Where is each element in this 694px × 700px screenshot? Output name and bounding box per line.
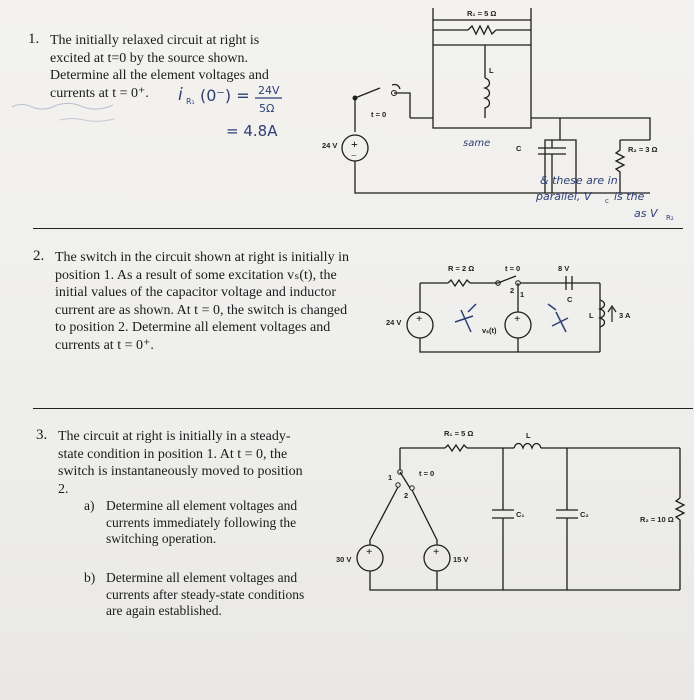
problem-1-line: The initially relaxed circuit at right i…: [50, 33, 260, 48]
resistor-r2: [614, 140, 626, 193]
problem-3a-line: switching operation.: [106, 531, 217, 546]
problem-3b-text: Determine all element voltages and curre…: [106, 570, 304, 620]
hw-frac-num: 24V: [258, 84, 280, 97]
handwritten-marks-2: [454, 303, 569, 333]
pos1-label: 1: [520, 290, 524, 299]
separator-rule: [33, 228, 683, 229]
source-label: 24 V: [322, 141, 337, 150]
problem-2-line: currents at t = 0⁺.: [55, 337, 154, 353]
source2-label: 24 V: [386, 318, 401, 327]
problem-2-line: to position 2. Determine all element vol…: [55, 320, 331, 335]
svg-text:+: +: [514, 313, 520, 325]
hw-note-1: & these are in: [540, 174, 618, 187]
r-label: R = 2 Ω: [448, 264, 474, 273]
pos2-3-label: 2: [404, 491, 408, 500]
svg-text:−: −: [351, 151, 357, 162]
problem-3b-line: Determine all element voltages and: [106, 570, 298, 585]
problem-3-text: The circuit at right is initially in a s…: [58, 428, 303, 498]
problem-3b-line: are again established.: [106, 603, 222, 618]
src1-label: 30 V: [336, 555, 351, 564]
c2-3-label: C₂: [580, 510, 589, 519]
problem-1-number: 1.: [28, 31, 40, 47]
switch3-label: t = 0: [419, 469, 434, 478]
hw-note-3: as V: [634, 207, 659, 220]
problem-2-line: The switch in the circuit shown at right…: [55, 250, 349, 265]
switch2-label: t = 0: [505, 264, 520, 273]
svg-text:+: +: [416, 313, 422, 325]
problem-3-line: The circuit at right is initially in a s…: [58, 429, 291, 444]
resistor-r2-3: [674, 497, 686, 590]
switch-label: t = 0: [371, 110, 386, 119]
problem-2-line: position 1. As a result of some excitati…: [55, 267, 337, 283]
l3-label: L: [526, 431, 531, 440]
separator-rule: [33, 408, 693, 409]
problem-3a-text: Determine all element voltages and curre…: [106, 498, 297, 548]
il-label: 3 A: [619, 311, 631, 320]
inductor-l: [482, 77, 491, 118]
problem-3b-label: b): [84, 570, 96, 585]
svg-text:+: +: [351, 137, 358, 151]
hw-formula-arg: (0⁻) =: [200, 86, 250, 105]
r1-label: R₁ = 5 Ω: [467, 9, 496, 18]
svg-text:+: +: [433, 546, 439, 558]
inductor-l2: [597, 299, 606, 328]
problem-3-number: 3.: [36, 427, 48, 443]
problem-3a-line: currents immediately following the: [106, 514, 297, 530]
problem-1-line: excited at t=0 by the source shown.: [50, 50, 249, 66]
c2-label: C: [567, 295, 573, 304]
circuit-3: + + R₁ = 5 Ω L t = 0 1 2 30 V 15 V C₁ C₂…: [336, 429, 686, 591]
vs-label: vₛ(t): [482, 326, 497, 335]
problem-1-line: currents at t = 0⁺.: [50, 85, 149, 101]
problem-3b-line: currents after steady-state conditions: [106, 586, 305, 602]
src2-label: 15 V: [453, 555, 468, 564]
resistor-r: [447, 278, 471, 288]
r2-label: R₂ = 3 Ω: [628, 145, 658, 154]
hw-note-2: parallel, V: [535, 190, 593, 203]
problem-1-line: Determine all the element voltages and: [50, 68, 269, 83]
hw-result: = 4.8A: [226, 122, 278, 140]
problem-2-line: initial values of the capacitor voltage …: [55, 285, 337, 300]
problem-2-line: current are as shown. At t = 0, the swit…: [55, 302, 348, 318]
l2-label: L: [589, 311, 594, 320]
capacitor-c: [538, 147, 566, 155]
cap-voltage-label: 8 V: [558, 264, 569, 273]
hw-note-3-sub: R₂: [666, 214, 674, 222]
r1-3-label: R₁ = 5 Ω: [444, 429, 473, 438]
problem-1-text: The initially relaxed circuit at right i…: [50, 32, 269, 102]
c1-label: C₁: [516, 510, 525, 519]
circuit-1: + − R₁ = 5 Ω L t = 0 24 V C R₂ = 3 Ω: [322, 8, 658, 194]
problem-3a-label: a): [84, 498, 95, 513]
hw-same: same: [463, 138, 490, 149]
problem-2-number: 2.: [33, 248, 45, 264]
hw-formula-i: i: [178, 85, 183, 105]
inductor-l3: [513, 442, 542, 451]
problem-3-line: switch is instantaneously moved to posit…: [58, 464, 303, 479]
l-label: L: [489, 66, 494, 75]
svg-text:+: +: [366, 546, 372, 558]
hw-note-2-end: is the: [614, 190, 645, 203]
pos1-3-label: 1: [388, 473, 392, 482]
resistor-r1: [467, 24, 497, 36]
circuit-2: + + R = 2 Ω t = 0 2 1 8 V C 24 V vₛ(t) L…: [386, 264, 631, 353]
problem-2-text: The switch in the circuit shown at right…: [55, 249, 349, 354]
handwritten-notes-1: i R₁ (0⁻) = 24V 5Ω = 4.8A same & these a…: [11, 84, 674, 222]
pos2-label: 2: [510, 286, 514, 295]
capacitor-c2: [565, 276, 573, 290]
resistor-r1-3: [444, 443, 468, 453]
hw-frac-den: 5Ω: [259, 102, 274, 115]
hw-formula-sub: R₁: [186, 97, 195, 106]
capacitor-c2-3: [556, 509, 578, 519]
problem-3a-line: Determine all element voltages and: [106, 498, 298, 513]
problem-3-line: 2.: [58, 481, 69, 497]
c-label: C: [516, 144, 522, 153]
r2-3-label: R₂ = 10 Ω: [640, 515, 674, 524]
problem-3-line: state condition in position 1. At t = 0,…: [58, 446, 288, 462]
hw-note-2-sub: c: [605, 197, 609, 205]
capacitor-c1: [492, 509, 514, 519]
